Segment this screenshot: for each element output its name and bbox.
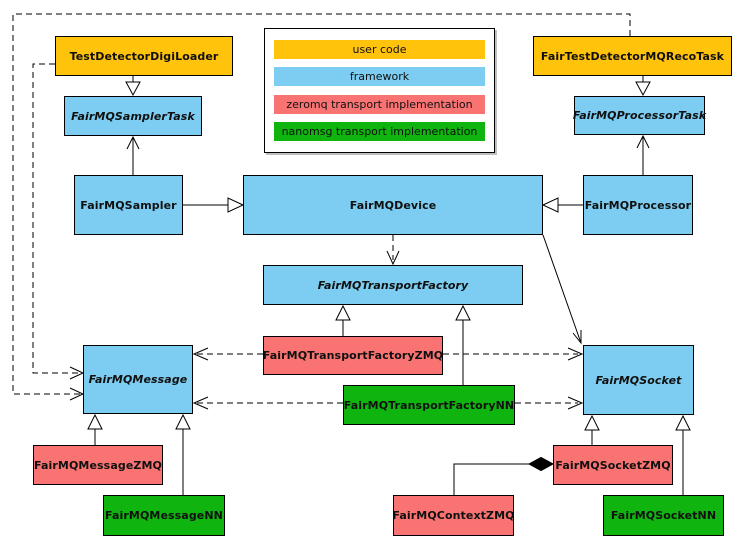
node-fairmqprocessor: FairMQProcessor [583,175,693,235]
edge-socketzmq-socket [584,414,600,445]
node-fairtestdetectormqrecotask: FairTestDetectorMQRecoTask [533,36,732,76]
legend-item-user-code: user code [274,39,485,59]
edge-messagezmq-message [87,413,103,445]
legend-item-framework: framework [274,67,485,87]
edge-sampler-device [183,197,245,213]
edge-socketnn-socket [675,414,691,495]
edge-factorynn-factory [455,304,471,385]
node-fairmqtransportfactoryzmq: FairMQTransportFactoryZMQ [263,336,443,375]
edge-processor-processortask [636,134,650,175]
edge-factoryzmq-socket [443,347,584,361]
edge-device-socket [542,234,582,345]
edge-factorynn-socket [515,396,584,410]
edge-digiloader-samplertask [125,76,141,97]
edge-contextzmq-socketzmq [453,456,555,495]
node-fairmqsampler: FairMQSampler [74,175,183,235]
node-fairmqsamplertask: FairMQSamplerTask [64,96,202,136]
node-fairmqsocketzmq: FairMQSocketZMQ [553,445,673,485]
node-fairmqtransportfactory: FairMQTransportFactory [263,265,523,305]
node-fairmqprocessortask: FairMQProcessorTask [573,96,706,135]
edge-factorynn-message [192,396,343,410]
node-testdetectordigiloader: TestDetectorDigiLoader [55,36,233,76]
edge-sampler-samplertask [126,135,140,175]
edge-recotask-processortask [635,76,651,97]
node-fairmqdevice: FairMQDevice [243,175,543,235]
node-fairmqmessagezmq: FairMQMessageZMQ [33,445,163,485]
edge-factoryzmq-message [192,347,263,361]
legend-item-nanomsg: nanomsg transport implementation [274,122,485,142]
edge-device-transportfactory [386,235,400,266]
node-fairmqsocketnn: FairMQSocketNN [603,495,724,536]
node-fairmqmessagenn: FairMQMessageNN [103,495,225,536]
node-fairmqmessage: FairMQMessage [83,345,193,414]
edge-processor-device [541,197,583,213]
node-fairmqcontextzmq: FairMQContextZMQ [392,495,515,536]
legend-item-zeromq: zeromq transport implementation [274,94,485,114]
edge-factoryzmq-factory [335,304,351,336]
legend: user code framework zeromq transport imp… [264,28,495,153]
node-fairmqtransportfactorynn: FairMQTransportFactoryNN [343,385,515,425]
edge-messagenn-message [175,413,191,495]
node-fairmqsocket: FairMQSocket [583,345,694,415]
